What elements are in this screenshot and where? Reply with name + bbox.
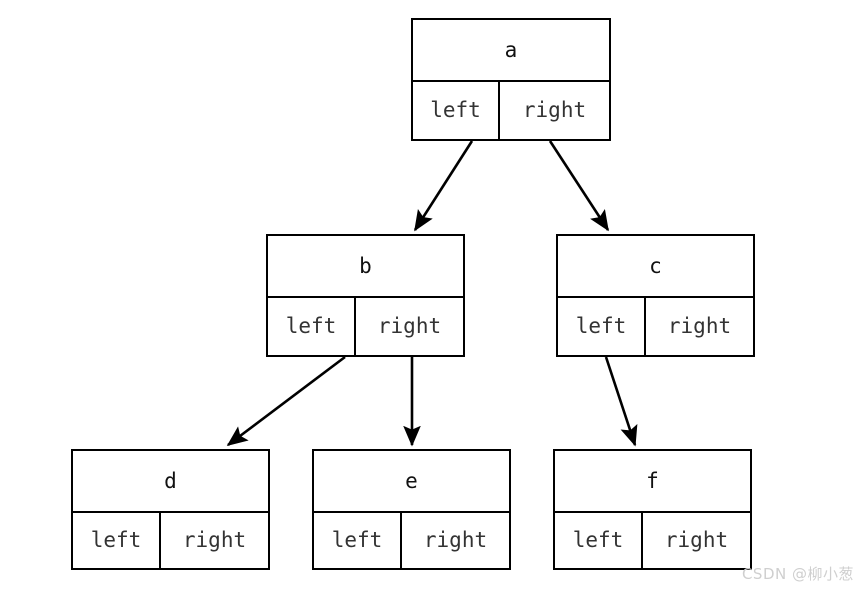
node-d-right-pointer-cell: right <box>182 528 247 552</box>
node-d-left-pointer-cell: left <box>73 513 161 568</box>
edge-arrow-b-left-to-d <box>226 355 346 447</box>
node-b-right-pointer-cell: right <box>377 314 442 338</box>
node-a-left-pointer-cell: left <box>413 82 500 139</box>
node-f-right-pointer-cell: right <box>664 528 729 552</box>
edge-arrow-a-left-to-b <box>413 140 474 232</box>
node-c-left-pointer-cell: left <box>558 298 646 355</box>
edge-arrow-c-left-to-f <box>604 356 638 447</box>
node-cells-f: left right <box>555 511 750 568</box>
node-label-e: e <box>405 468 418 493</box>
node-label-c: c <box>649 253 662 278</box>
node-a-right-pointer-cell: right <box>522 98 587 122</box>
node-label-a: a <box>504 37 518 62</box>
node-cells-d: left right <box>73 511 268 568</box>
watermark-text: CSDN @柳小葱 <box>741 565 854 583</box>
node-f-left-pointer-cell: left <box>555 513 643 568</box>
node-label-d: d <box>164 468 177 493</box>
node-e-left-pointer-cell: left <box>314 513 402 568</box>
edge-arrow-a-right-to-c <box>548 140 610 232</box>
node-cells-c: left right <box>558 296 753 355</box>
node-b-left-pointer-cell: left <box>268 298 356 355</box>
node-cells-e: left right <box>314 511 509 568</box>
node-c-right-pointer-cell: right <box>667 314 732 338</box>
node-label-b: b <box>359 253 372 278</box>
node-cells-a: left right <box>413 80 609 139</box>
node-e-right-pointer-cell: right <box>423 528 488 552</box>
node-cells-b: left right <box>268 296 463 355</box>
node-label-f: f <box>646 468 659 493</box>
